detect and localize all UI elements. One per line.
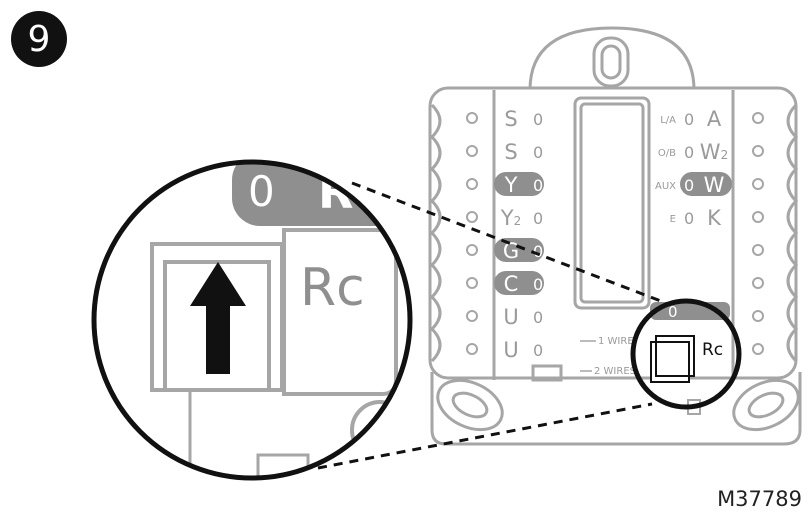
screw-hole xyxy=(752,211,764,223)
screw-hole xyxy=(752,343,764,355)
svg-text:0: 0 xyxy=(684,143,694,162)
screw-hole xyxy=(466,310,478,322)
svg-text:0: 0 xyxy=(533,341,543,360)
wall-plate xyxy=(428,26,802,446)
screw-holes xyxy=(466,112,764,355)
terminal-label: W xyxy=(704,173,725,197)
svg-text:0: 0 xyxy=(668,303,678,321)
screw-hole xyxy=(466,343,478,355)
terminal-label: G xyxy=(503,239,519,263)
terminal-label: AUX xyxy=(655,181,676,192)
step-badge: 9 xyxy=(11,11,67,67)
terminal-label: U xyxy=(503,338,518,362)
rc-label: Rc xyxy=(702,340,723,360)
terminal-label: A xyxy=(707,107,722,131)
svg-text:0: 0 xyxy=(533,143,543,162)
svg-text:0: 0 xyxy=(533,275,543,294)
svg-text:0: 0 xyxy=(684,176,694,195)
terminal-label: C xyxy=(504,272,519,296)
svg-text:0: 0 xyxy=(533,110,543,129)
screw-hole xyxy=(466,145,478,157)
svg-text:0: 0 xyxy=(533,308,543,327)
up-arrow-icon xyxy=(190,262,246,374)
svg-text:0: 0 xyxy=(533,176,543,195)
terminal-label: E xyxy=(670,214,676,225)
screw-hole xyxy=(752,277,764,289)
screw-hole xyxy=(752,244,764,256)
svg-text:0: 0 xyxy=(684,110,694,129)
figure-code: M37789 xyxy=(717,487,802,511)
terminal-label: S xyxy=(504,107,517,131)
screw-hole xyxy=(466,277,478,289)
one-wire-label: 1 WIRE xyxy=(598,336,634,347)
terminal-label: U xyxy=(503,305,518,329)
screw-hole xyxy=(752,112,764,124)
screw-hole xyxy=(466,112,478,124)
svg-text:0: 0 xyxy=(533,242,543,261)
svg-text:0: 0 xyxy=(533,209,543,228)
terminal-a: A xyxy=(707,107,722,131)
terminal-label: Y xyxy=(504,173,518,197)
screw-hole xyxy=(752,178,764,190)
zoom-projection-lines xyxy=(317,181,667,470)
screw-hole xyxy=(466,178,478,190)
terminal-label: L/A xyxy=(660,115,676,126)
screw-hole xyxy=(466,211,478,223)
screw-hole xyxy=(466,244,478,256)
terminal-k: K xyxy=(707,206,722,230)
terminal-label: O/B xyxy=(658,148,676,159)
two-wires-label: 2 WIRES xyxy=(594,366,636,377)
zoom-rc-label: Rc xyxy=(300,258,365,318)
step-number: 9 xyxy=(28,19,51,60)
small-zoom-ring: Rc xyxy=(630,298,742,410)
terminal-label: K xyxy=(707,206,722,230)
screw-hole xyxy=(752,145,764,157)
terminal-label: S xyxy=(504,140,517,164)
magnified-view: R 0 Rc xyxy=(91,159,413,481)
svg-text:0: 0 xyxy=(248,167,275,216)
screw-hole xyxy=(752,310,764,322)
svg-text:0: 0 xyxy=(684,209,694,228)
